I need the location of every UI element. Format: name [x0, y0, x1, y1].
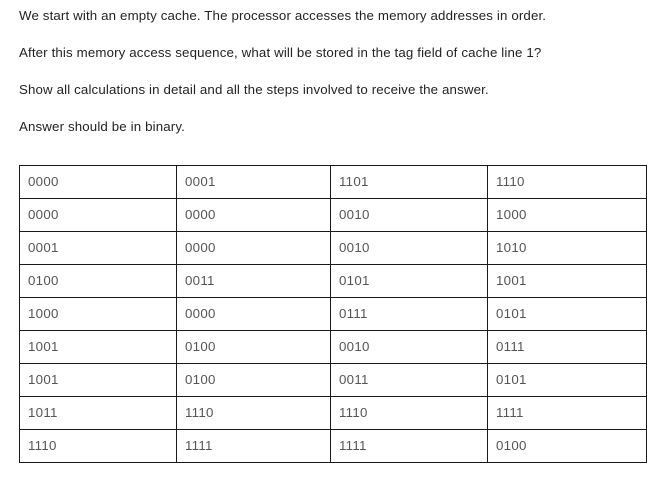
address-cell: 1110	[19, 429, 177, 463]
address-cell: 1110	[330, 396, 488, 430]
address-cell: 1111	[176, 429, 331, 463]
address-cell: 0101	[330, 264, 488, 298]
address-cell: 0111	[487, 330, 647, 364]
address-cell: 0000	[19, 198, 177, 232]
address-cell: 1000	[487, 198, 647, 232]
address-cell: 0001	[176, 165, 331, 199]
address-cell: 1001	[487, 264, 647, 298]
address-cell: 1110	[487, 165, 647, 199]
question-line-3: Show all calculations in detail and all …	[19, 82, 489, 97]
address-cell: 0010	[330, 198, 488, 232]
address-cell: 0010	[330, 231, 488, 265]
table-row: 1011 1110 1110 1111	[19, 396, 647, 430]
table-row: 1001 0100 0011 0101	[19, 363, 647, 397]
memory-address-table-container: 0000 0001 1101 1110 0000 0000 0010 1000 …	[19, 165, 647, 463]
address-cell: 0101	[487, 297, 647, 331]
address-cell: 0100	[176, 363, 331, 397]
address-cell: 0111	[330, 297, 488, 331]
address-cell: 1101	[330, 165, 488, 199]
address-cell: 0001	[19, 231, 177, 265]
address-cell: 0010	[330, 330, 488, 364]
table-row: 1000 0000 0111 0101	[19, 297, 647, 331]
question-prose: We start with an empty cache. The proces…	[19, 7, 649, 135]
table-row: 0000 0000 0010 1000	[19, 198, 647, 232]
address-cell: 0000	[176, 297, 331, 331]
table-row: 1110 1111 1111 0100	[19, 429, 647, 463]
table-row: 0100 0011 0101 1001	[19, 264, 647, 298]
address-cell: 0100	[176, 330, 331, 364]
table-row: 0000 0001 1101 1110	[19, 165, 647, 199]
address-cell: 1111	[487, 396, 647, 430]
address-cell: 0000	[176, 231, 331, 265]
table-row: 1001 0100 0010 0111	[19, 330, 647, 364]
question-line-1: We start with an empty cache. The proces…	[19, 8, 547, 23]
address-cell: 1001	[19, 330, 177, 364]
address-cell: 0000	[176, 198, 331, 232]
address-cell: 0101	[487, 363, 647, 397]
memory-address-table-body: 0000 0001 1101 1110 0000 0000 0010 1000 …	[19, 165, 647, 463]
address-cell: 0100	[19, 264, 177, 298]
address-cell: 1011	[19, 396, 177, 430]
address-cell: 0000	[19, 165, 177, 199]
address-cell: 1001	[19, 363, 177, 397]
question-line-4: Answer should be in binary.	[19, 119, 185, 134]
address-cell: 1111	[330, 429, 488, 463]
table-row: 0001 0000 0010 1010	[19, 231, 647, 265]
address-cell: 0011	[176, 264, 331, 298]
address-cell: 1010	[487, 231, 647, 265]
memory-address-table: 0000 0001 1101 1110 0000 0000 0010 1000 …	[19, 165, 647, 463]
address-cell: 0011	[330, 363, 488, 397]
question-line-2: After this memory access sequence, what …	[19, 45, 542, 60]
address-cell: 1110	[176, 396, 331, 430]
address-cell: 1000	[19, 297, 177, 331]
address-cell: 0100	[487, 429, 647, 463]
